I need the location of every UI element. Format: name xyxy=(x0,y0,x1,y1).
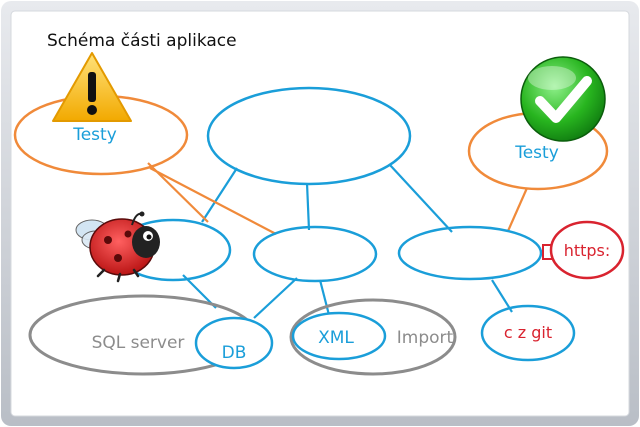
green-checkmark-icon xyxy=(520,56,606,142)
link-testy-right xyxy=(506,187,529,232)
warning-triangle-icon xyxy=(52,52,132,122)
import-ellipse xyxy=(289,298,457,376)
xml-label: XML xyxy=(318,328,354,348)
db-ellipse xyxy=(194,316,274,370)
link-mid-xml xyxy=(318,279,331,316)
link-right-git xyxy=(491,279,513,313)
board-surface xyxy=(10,10,630,417)
xml-ellipse xyxy=(291,311,387,361)
ladybug-icon xyxy=(75,211,160,283)
testy-right-label: Testy xyxy=(514,143,559,163)
diagram-title: Schéma části aplikace xyxy=(47,31,237,51)
connectors xyxy=(147,162,553,319)
link-top-mid xyxy=(305,182,311,231)
https-label: https: xyxy=(564,241,611,260)
https-ellipse xyxy=(549,220,625,280)
link-top-right xyxy=(389,164,453,233)
middle-component-ellipse xyxy=(252,225,378,283)
git-label: c z git xyxy=(504,323,552,342)
link-top-left xyxy=(201,167,238,223)
link-testy-mid xyxy=(149,167,277,235)
testy-left-label: Testy xyxy=(72,125,117,145)
top-component-ellipse xyxy=(206,86,412,186)
db-label: DB xyxy=(222,343,247,363)
right-component-ellipse xyxy=(397,225,543,281)
link-mid-db xyxy=(253,277,298,319)
sql-server-label: SQL server xyxy=(92,333,185,353)
import-label: Import xyxy=(397,328,454,348)
git-ellipse xyxy=(480,304,576,362)
